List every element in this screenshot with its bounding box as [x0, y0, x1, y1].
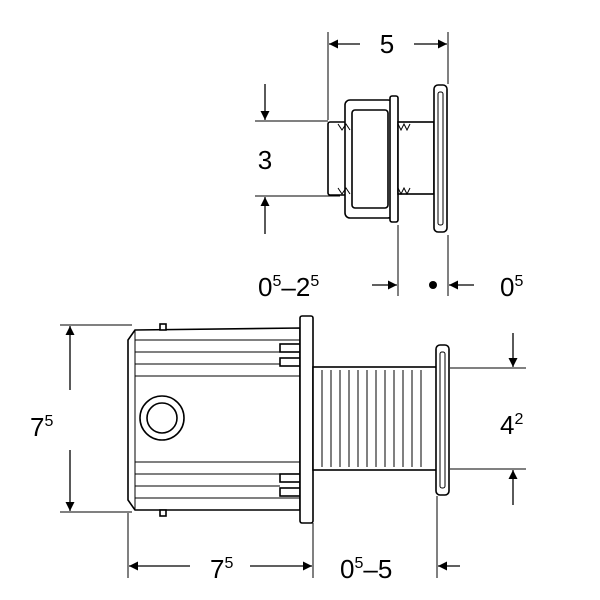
dimension-bottom-height: 75: [30, 324, 132, 513]
dim-label: 75: [30, 412, 53, 442]
dim-label: 5: [380, 29, 394, 59]
dim-label: 75: [210, 554, 233, 584]
dimension-top-height: 3: [255, 84, 340, 234]
dimension-top-width: 5: [327, 29, 449, 120]
dim-label: 05–5: [340, 554, 392, 584]
dim-label: 05: [500, 272, 523, 302]
dimension-top-gap: 05–25 05: [258, 225, 523, 302]
dimension-bottom-width: 75 05–5: [127, 496, 460, 584]
dim-label: 3: [258, 145, 272, 175]
dimension-bottom-tube: 42: [450, 333, 526, 505]
bottom-device: [127, 315, 450, 524]
top-device: [327, 84, 448, 233]
dim-label: 42: [500, 410, 523, 440]
dim-label: 05–25: [258, 272, 319, 302]
